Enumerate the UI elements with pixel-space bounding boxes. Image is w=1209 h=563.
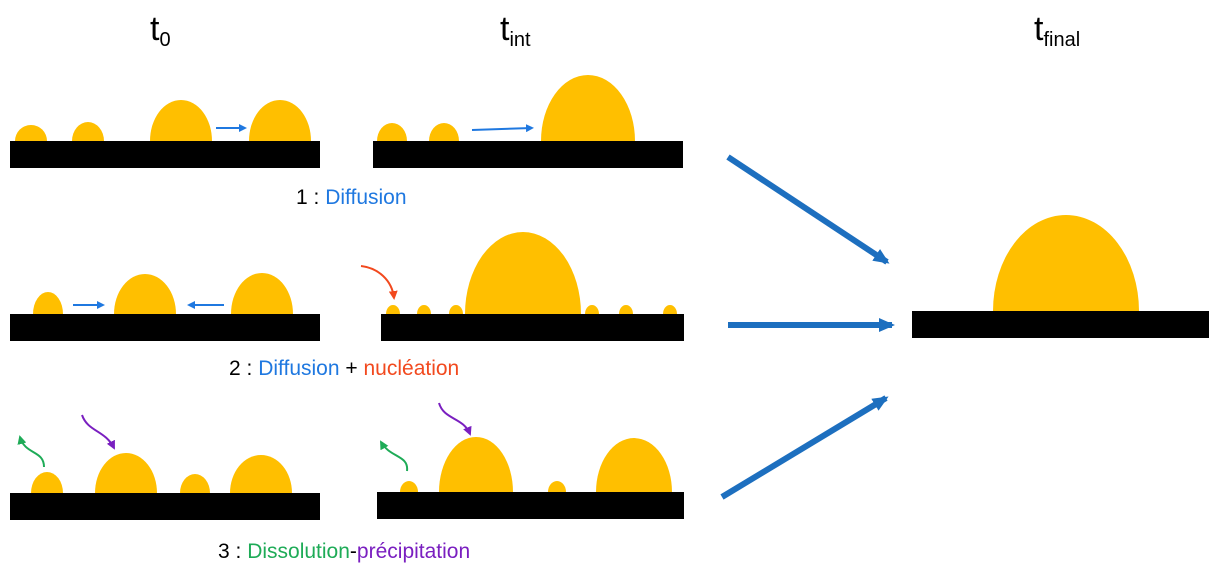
row3-tint-panel xyxy=(377,402,684,519)
caption-number: 2 : xyxy=(229,357,253,380)
droplet xyxy=(400,481,418,492)
droplet xyxy=(439,437,513,492)
droplet xyxy=(465,232,581,314)
convergence-arrow-row3 xyxy=(720,395,889,500)
row2-tint-panel xyxy=(360,232,684,341)
nucleus xyxy=(663,305,677,314)
header-tint: tint xyxy=(500,10,531,51)
droplet xyxy=(72,122,104,141)
nucleus xyxy=(585,305,599,314)
droplet xyxy=(231,273,293,314)
caption-term-diffusion: Diffusion xyxy=(258,357,340,380)
final-panel xyxy=(912,215,1209,338)
substrate xyxy=(912,311,1209,338)
dissolution-arrow xyxy=(380,440,409,472)
droplet xyxy=(429,123,459,141)
nucleus xyxy=(619,305,633,314)
droplet xyxy=(541,75,635,141)
caption-number: 3 : xyxy=(218,540,242,563)
nucleus xyxy=(386,305,400,314)
caption-term-diffusion: Diffusion xyxy=(325,186,407,209)
row2-t0-panel xyxy=(10,273,320,341)
droplet xyxy=(15,125,47,141)
caption-row1: 1 : Diffusion xyxy=(296,187,407,208)
droplet xyxy=(596,438,672,492)
nucleus xyxy=(449,305,463,314)
caption-number: 1 : xyxy=(296,186,320,209)
droplet xyxy=(993,215,1139,311)
row3-t0-panel xyxy=(10,414,320,520)
droplet xyxy=(377,123,407,141)
row1-tint-panel xyxy=(373,75,683,168)
caption-row3: 3 : Dissolution-précipitation xyxy=(218,541,470,562)
caption-term-nucleation: nucléation xyxy=(363,357,460,380)
caption-dash: - xyxy=(349,540,357,563)
caption-row2: 2 : Diffusion + nucléation xyxy=(229,358,459,379)
header-tfinal: tfinal xyxy=(1034,10,1081,51)
dissolution-arrow xyxy=(17,435,45,468)
droplet xyxy=(114,274,176,314)
droplet xyxy=(249,100,311,141)
diffusion-arrow xyxy=(471,124,534,133)
precipitation-arrow xyxy=(81,414,115,450)
droplet xyxy=(548,481,566,492)
droplet xyxy=(180,474,210,493)
droplet xyxy=(33,292,63,314)
caption-term-precipitation: précipitation xyxy=(356,540,471,563)
substrate xyxy=(373,141,683,168)
droplet xyxy=(230,455,292,493)
substrate xyxy=(10,141,320,168)
caption-term-dissolution: Dissolution xyxy=(247,540,350,563)
nucleus xyxy=(417,305,431,314)
precipitation-arrow xyxy=(438,402,472,436)
substrate xyxy=(377,492,684,519)
droplet xyxy=(150,100,212,141)
substrate xyxy=(10,493,320,520)
convergence-arrow-row1 xyxy=(726,154,890,265)
substrate xyxy=(381,314,684,341)
caption-plus: + xyxy=(345,357,358,380)
header-t0: t0 xyxy=(150,10,171,51)
row1-t0-panel xyxy=(10,100,320,168)
substrate xyxy=(10,314,320,341)
nucleation-arrow xyxy=(360,265,398,300)
droplet xyxy=(95,453,157,493)
droplet xyxy=(31,472,63,493)
